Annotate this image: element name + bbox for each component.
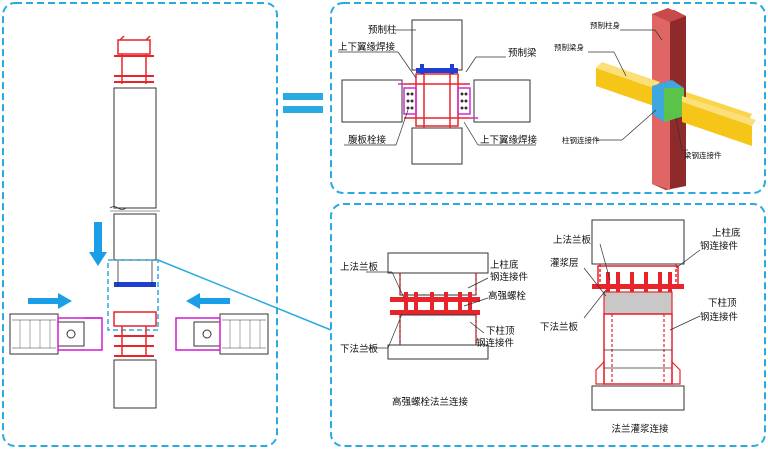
arrow-right-icon — [28, 293, 72, 309]
equals-symbol — [283, 93, 323, 113]
caption-grouted-flange: 法兰灌浆连接 — [611, 423, 669, 435]
label-gf-lower-flange: 下法兰板 — [540, 321, 579, 333]
lower-steel-connector — [113, 311, 157, 357]
label-gf-lower-col-1: 下柱顶 — [708, 297, 737, 309]
label-column-steel: 柱钢连接件 — [562, 135, 600, 145]
label-gf-lower-col-2: 钢连接件 — [700, 311, 739, 323]
label-bf-lower-col-1: 下柱顶 — [486, 325, 515, 337]
label-bf-upper-flange: 上法兰板 — [340, 261, 379, 273]
label-gf-upper-col-1: 上柱底 — [712, 227, 741, 239]
bottom-right-panel — [330, 203, 766, 447]
joint-elevation-drawing — [338, 19, 536, 165]
caption-bolted-flange: 高强螺栓法兰连接 — [392, 396, 469, 408]
top-right-panel — [330, 2, 766, 194]
grouted-flange-drawing — [583, 219, 701, 411]
joint-highlight-box — [107, 259, 159, 331]
precast-column-upper — [113, 87, 157, 209]
label-bf-upper-col-2: 钢连接件 — [490, 271, 529, 283]
label-bf-lower-flange: 下法兰板 — [340, 343, 379, 355]
arrow-left-icon — [186, 293, 230, 309]
label-precast-column: 预制柱 — [368, 24, 397, 36]
isometric-joint-model — [588, 8, 756, 190]
precast-column-lower — [113, 359, 157, 409]
left-column-assembly — [107, 35, 160, 409]
top-steel-connector — [114, 35, 154, 84]
label-bf-lower-col-2: 钢连接件 — [476, 337, 515, 349]
label-precast-beam: 预制梁 — [508, 47, 537, 59]
left-panel — [2, 2, 278, 447]
left-precast-beam — [9, 313, 103, 355]
label-column-body: 预制柱身 — [590, 20, 620, 30]
label-flange-weld-bottom: 上下翼缘焊接 — [480, 134, 538, 146]
label-bf-hs-bolt: 高强螺栓 — [488, 290, 527, 302]
right-precast-beam — [175, 313, 269, 355]
leader-line — [157, 259, 332, 331]
label-beam-steel: 梁钢连接件 — [684, 150, 722, 160]
bolted-flange-drawing — [366, 252, 489, 360]
label-gf-upper-col-2: 钢连接件 — [700, 240, 739, 252]
label-bf-upper-col-1: 上柱底 — [490, 259, 519, 271]
label-flange-weld-top: 上下翼缘焊接 — [338, 41, 396, 53]
label-gf-grout: 灌浆层 — [550, 257, 579, 269]
label-gf-upper-flange: 上法兰板 — [553, 234, 592, 246]
label-web-bolt: 腹板栓接 — [348, 134, 387, 146]
arrow-down-icon — [89, 222, 107, 266]
label-beam-body: 预制梁身 — [554, 42, 584, 52]
precast-column-mid — [113, 213, 157, 261]
